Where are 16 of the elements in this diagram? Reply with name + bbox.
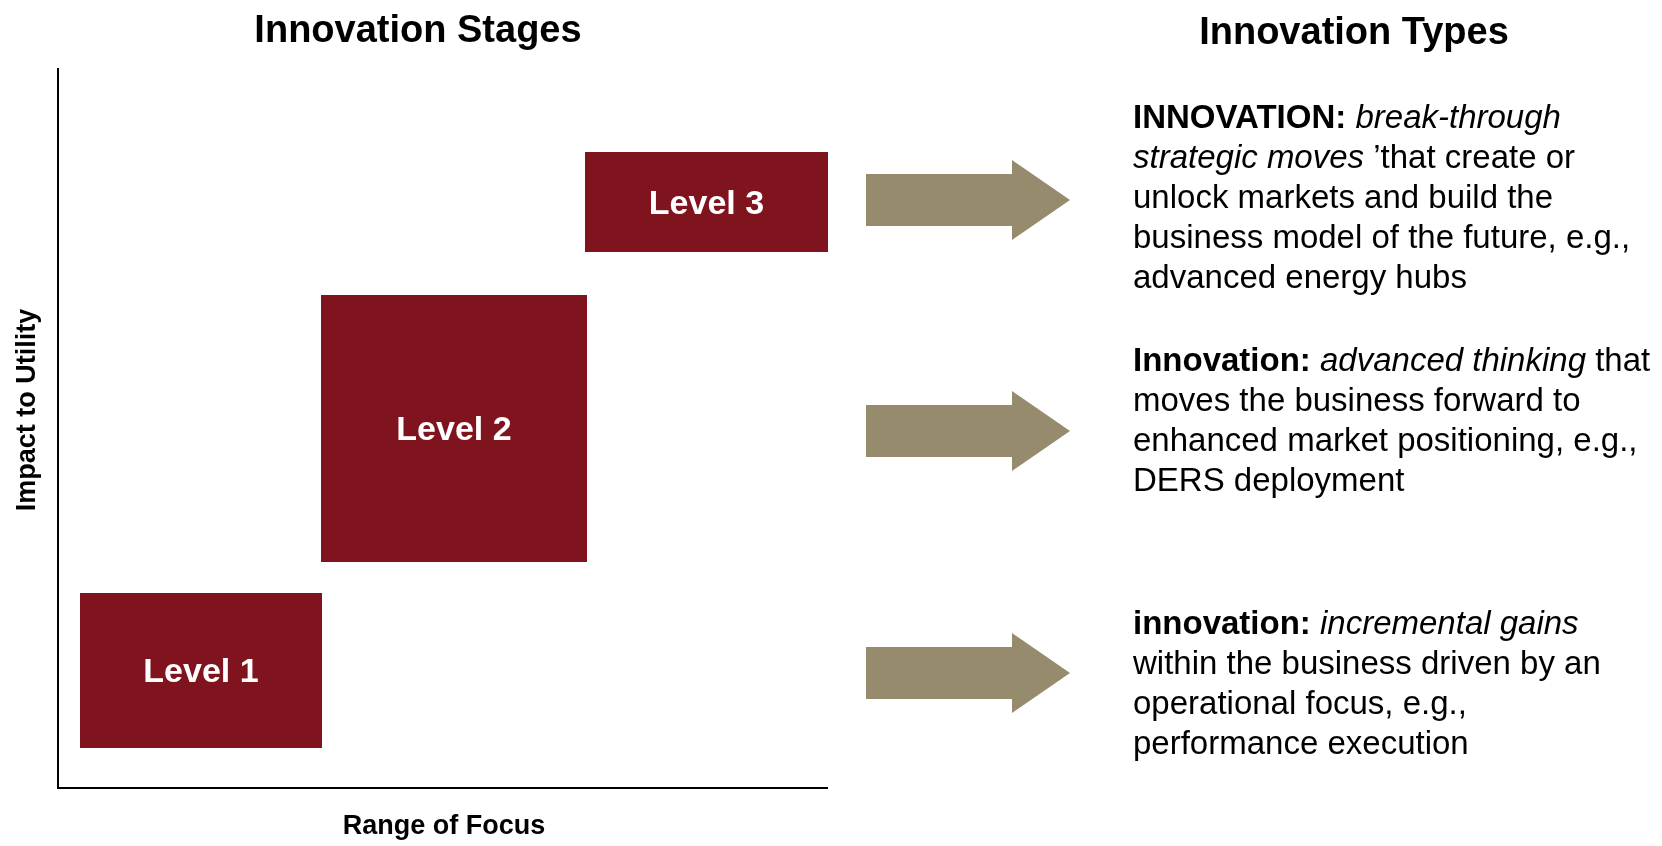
level-box — [585, 152, 828, 252]
axis-title: Impact to Utility — [10, 308, 42, 512]
level-label: Level 3 — [648, 182, 765, 222]
description-text: INNOVATION: break-through strategic moves ’that create or unlock markets and build the business model of the future, e.g., advanced energy hubs — [1133, 97, 1658, 297]
level-label: Level 1 — [143, 651, 259, 690]
description-text: innovation: incremental gains within the business driven by an operational focus, e.g., performance execution — [1133, 603, 1658, 763]
description-text: Innovation: advanced thinking that moves the business forward to enhanced market positioning, e.g., DERS deployment — [1133, 340, 1658, 500]
level-label: Level 2 — [396, 409, 512, 448]
heading: Innovation Stages — [254, 8, 582, 51]
level-box — [80, 593, 322, 748]
heading: Innovation Types — [1199, 10, 1509, 53]
level-box — [321, 295, 587, 562]
block-arrow — [866, 633, 1070, 713]
axis-title: Range of Focus — [342, 810, 546, 841]
block-arrow — [866, 391, 1070, 471]
block-arrow — [866, 160, 1070, 240]
